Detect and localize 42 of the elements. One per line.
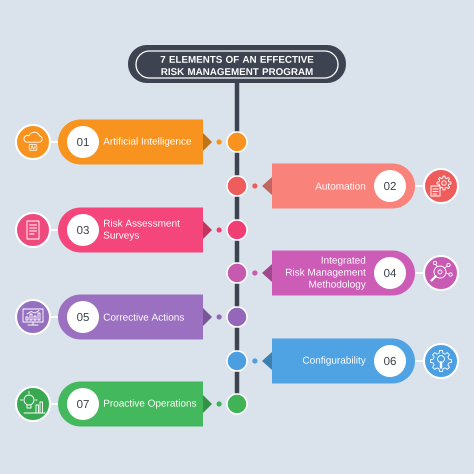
connector-dot	[252, 183, 258, 189]
gear-document-icon	[423, 168, 459, 204]
connector-dot	[252, 358, 258, 364]
connector-line	[415, 185, 423, 187]
title-banner: 7 ELEMENTS OF AN EFFECTIVE RISK MANAGEMENT PROGRAM	[128, 45, 346, 83]
connector-line	[51, 403, 58, 405]
connector-dot	[216, 401, 222, 407]
timeline-line	[234, 328, 240, 350]
connector-dot	[216, 227, 222, 233]
timeline-dot	[226, 350, 248, 372]
connector-line	[51, 316, 58, 318]
connector-dot	[252, 270, 258, 276]
number-badge: 07	[67, 388, 99, 420]
timeline-line	[234, 83, 240, 132]
timeline-dot	[226, 219, 248, 241]
connector-line	[51, 141, 58, 143]
number-badge: 01	[67, 126, 99, 158]
number-badge: 03	[67, 214, 99, 246]
number-badge: 05	[67, 301, 99, 333]
gear-wrench-icon	[423, 343, 459, 379]
number-badge: 04	[374, 257, 406, 289]
timeline-dot	[226, 306, 248, 328]
number-badge: 06	[374, 345, 406, 377]
timeline-line	[234, 196, 240, 220]
lightbulb-chart-icon	[15, 386, 51, 422]
connector-dot	[216, 139, 222, 145]
timeline-dot	[226, 175, 248, 197]
timeline-line	[234, 152, 240, 176]
monitor-chart-icon	[15, 299, 51, 335]
timeline-dot	[226, 262, 248, 284]
connector-line	[415, 360, 423, 362]
timeline-line	[234, 372, 240, 394]
connector-dot	[216, 314, 222, 320]
timeline-line	[234, 284, 240, 306]
document-icon	[15, 212, 51, 248]
timeline-dot	[226, 131, 248, 153]
timeline-line	[234, 240, 240, 262]
connector-line	[415, 272, 423, 274]
number-badge: 02	[374, 170, 406, 202]
connector-line	[51, 229, 58, 231]
timeline-dot	[226, 393, 248, 415]
magnifier-network-icon	[423, 255, 459, 291]
